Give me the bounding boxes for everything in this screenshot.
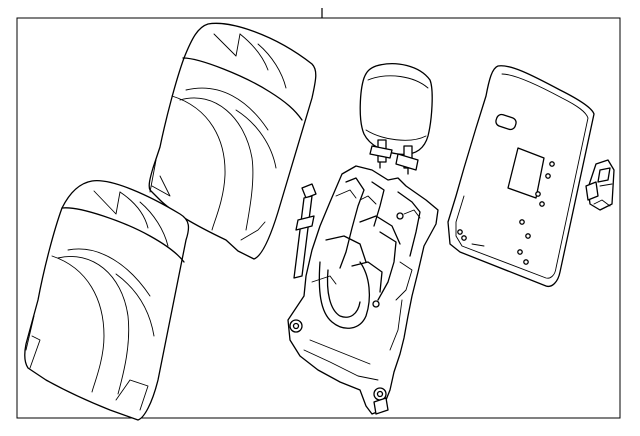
- latch-clip: [585, 159, 615, 211]
- seatback-frame: [287, 165, 439, 415]
- upper-seatback-cover: [148, 22, 317, 260]
- back-panel: [447, 65, 595, 288]
- lower-seatback-cover: [24, 180, 190, 421]
- guide-rod: [293, 183, 317, 279]
- headrest: [359, 63, 433, 175]
